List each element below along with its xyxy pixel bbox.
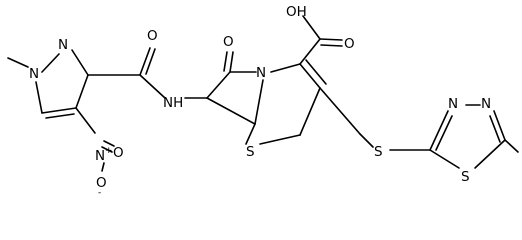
bond	[429, 110, 449, 151]
bond	[223, 51, 228, 72]
atom-label-o-nitro-a: O	[113, 145, 124, 161]
bond	[319, 87, 361, 135]
bond	[75, 74, 89, 109]
bond	[474, 139, 506, 169]
bond	[229, 51, 234, 73]
bond	[41, 53, 60, 73]
atom-label-s-ring: S	[246, 144, 255, 160]
bond	[75, 107, 96, 134]
bond	[139, 74, 166, 99]
bond	[299, 63, 321, 89]
atom-label-o-nitro-b: O	[96, 175, 107, 191]
bond	[254, 79, 264, 125]
bond	[145, 48, 156, 75]
bond	[305, 59, 327, 85]
atom-label-n-pyrazole-1: N	[29, 66, 39, 82]
atom-label-nh: NH	[163, 95, 183, 111]
bond	[245, 123, 256, 145]
atom-label-n-thiadiazole-2: N	[481, 96, 491, 112]
atom-label-o-lactam: O	[223, 34, 234, 50]
bond	[139, 47, 151, 76]
atom-label-o-amide: O	[147, 28, 158, 44]
atom-label-n-pyrazole-2: N	[58, 37, 68, 53]
bond	[206, 97, 256, 125]
atom-label-o-acid: O	[344, 36, 355, 52]
bond	[101, 162, 105, 172]
atom-label-n-lactam: N	[256, 65, 266, 81]
bond	[319, 38, 343, 41]
molecule-structure: N N N + O O - O NH O N S OH O S N N S	[7, 4, 519, 198]
bond	[206, 71, 231, 99]
atom-label-s-thiadiazole: S	[461, 169, 470, 185]
bond	[41, 107, 77, 114]
bond	[302, 15, 321, 40]
charge-plus: +	[105, 146, 113, 156]
bond	[429, 149, 460, 169]
bond	[359, 133, 374, 148]
bond	[45, 113, 75, 119]
atom-label-n-nitro: N	[95, 148, 105, 164]
bond	[259, 134, 301, 145]
bond	[299, 38, 321, 65]
atom-label-n-thiadiazole-1: N	[448, 96, 458, 112]
bond	[493, 110, 506, 141]
bond	[71, 49, 89, 76]
bond	[435, 115, 453, 151]
bond	[504, 139, 519, 153]
bond	[489, 115, 501, 143]
bond	[320, 44, 343, 47]
bonds	[7, 15, 519, 172]
atom-labels: N N N + O O - O NH O N S OH O S N N S	[29, 4, 491, 198]
bond	[7, 57, 29, 68]
bond	[101, 146, 113, 153]
bond	[270, 63, 301, 73]
bond	[299, 87, 321, 136]
atom-label-oh: OH	[286, 4, 307, 20]
bond	[103, 140, 115, 147]
charge-minus: -	[98, 188, 101, 198]
atom-label-s-link: S	[374, 144, 383, 160]
bond	[35, 81, 43, 114]
